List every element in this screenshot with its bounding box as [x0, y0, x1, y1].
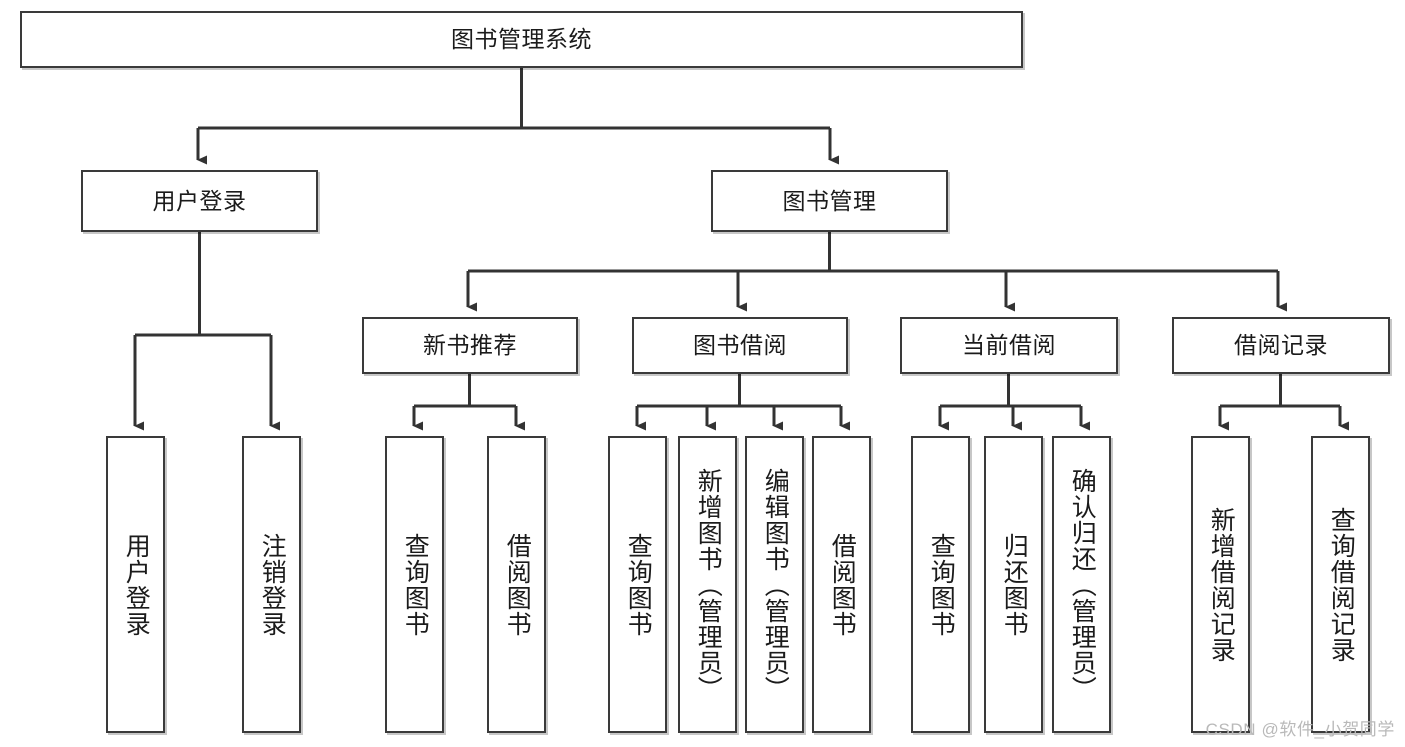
node-root[interactable]: 图书管理系统 [20, 11, 1023, 68]
leaf-borrow-lend-book-label: 借阅图书 [828, 532, 857, 637]
leaf-borrow-lend-book[interactable]: 借阅图书 [812, 436, 871, 733]
leaf-borrow-edit-book-admin-label: 编辑图书（管理员） [761, 467, 790, 702]
leaf-borrow-edit-book-admin[interactable]: 编辑图书（管理员） [745, 436, 804, 733]
node-current-borrow[interactable]: 当前借阅 [900, 317, 1118, 374]
leaf-logout-label: 注销登录 [258, 532, 287, 637]
leaf-newbook-borrow-book-label: 借阅图书 [503, 532, 532, 637]
node-book-management[interactable]: 图书管理 [711, 170, 948, 232]
node-current-borrow-label: 当前借阅 [962, 332, 1056, 359]
leaf-records-add-record-label: 新增借阅记录 [1207, 506, 1236, 663]
leaf-current-return-book-label: 归还图书 [1000, 532, 1029, 637]
leaf-user-login-label: 用户登录 [122, 532, 151, 637]
leaf-newbook-query-book[interactable]: 查询图书 [385, 436, 444, 733]
node-new-book-recommend[interactable]: 新书推荐 [362, 317, 578, 374]
leaf-newbook-borrow-book[interactable]: 借阅图书 [487, 436, 546, 733]
leaf-records-query-record-label: 查询借阅记录 [1327, 506, 1356, 663]
leaf-current-confirm-return-admin[interactable]: 确认归还（管理员） [1052, 436, 1111, 733]
node-borrow-records-label: 借阅记录 [1234, 332, 1328, 359]
csdn-watermark: CSDN @软件_小贺同学 [1205, 720, 1395, 739]
node-book-borrow[interactable]: 图书借阅 [632, 317, 848, 374]
leaf-borrow-add-book-admin[interactable]: 新增图书（管理员） [678, 436, 737, 733]
node-user-login-label: 用户登录 [152, 187, 247, 214]
leaf-current-query-book-label: 查询图书 [927, 532, 956, 637]
leaf-records-add-record[interactable]: 新增借阅记录 [1191, 436, 1250, 733]
leaf-borrow-query-book[interactable]: 查询图书 [608, 436, 667, 733]
node-book-borrow-label: 图书借阅 [693, 332, 787, 359]
node-new-book-recommend-label: 新书推荐 [423, 332, 517, 359]
leaf-user-login[interactable]: 用户登录 [106, 436, 165, 733]
leaf-logout[interactable]: 注销登录 [242, 436, 301, 733]
node-root-label: 图书管理系统 [451, 26, 592, 53]
leaf-current-return-book[interactable]: 归还图书 [984, 436, 1043, 733]
leaf-current-query-book[interactable]: 查询图书 [911, 436, 970, 733]
node-borrow-records[interactable]: 借阅记录 [1172, 317, 1390, 374]
leaf-borrow-add-book-admin-label: 新增图书（管理员） [694, 467, 723, 702]
leaf-borrow-query-book-label: 查询图书 [624, 532, 653, 637]
node-user-login[interactable]: 用户登录 [81, 170, 318, 232]
leaf-newbook-query-book-label: 查询图书 [401, 532, 430, 637]
leaf-current-confirm-return-admin-label: 确认归还（管理员） [1068, 467, 1097, 702]
leaf-records-query-record[interactable]: 查询借阅记录 [1311, 436, 1370, 733]
node-book-management-label: 图书管理 [782, 187, 877, 214]
